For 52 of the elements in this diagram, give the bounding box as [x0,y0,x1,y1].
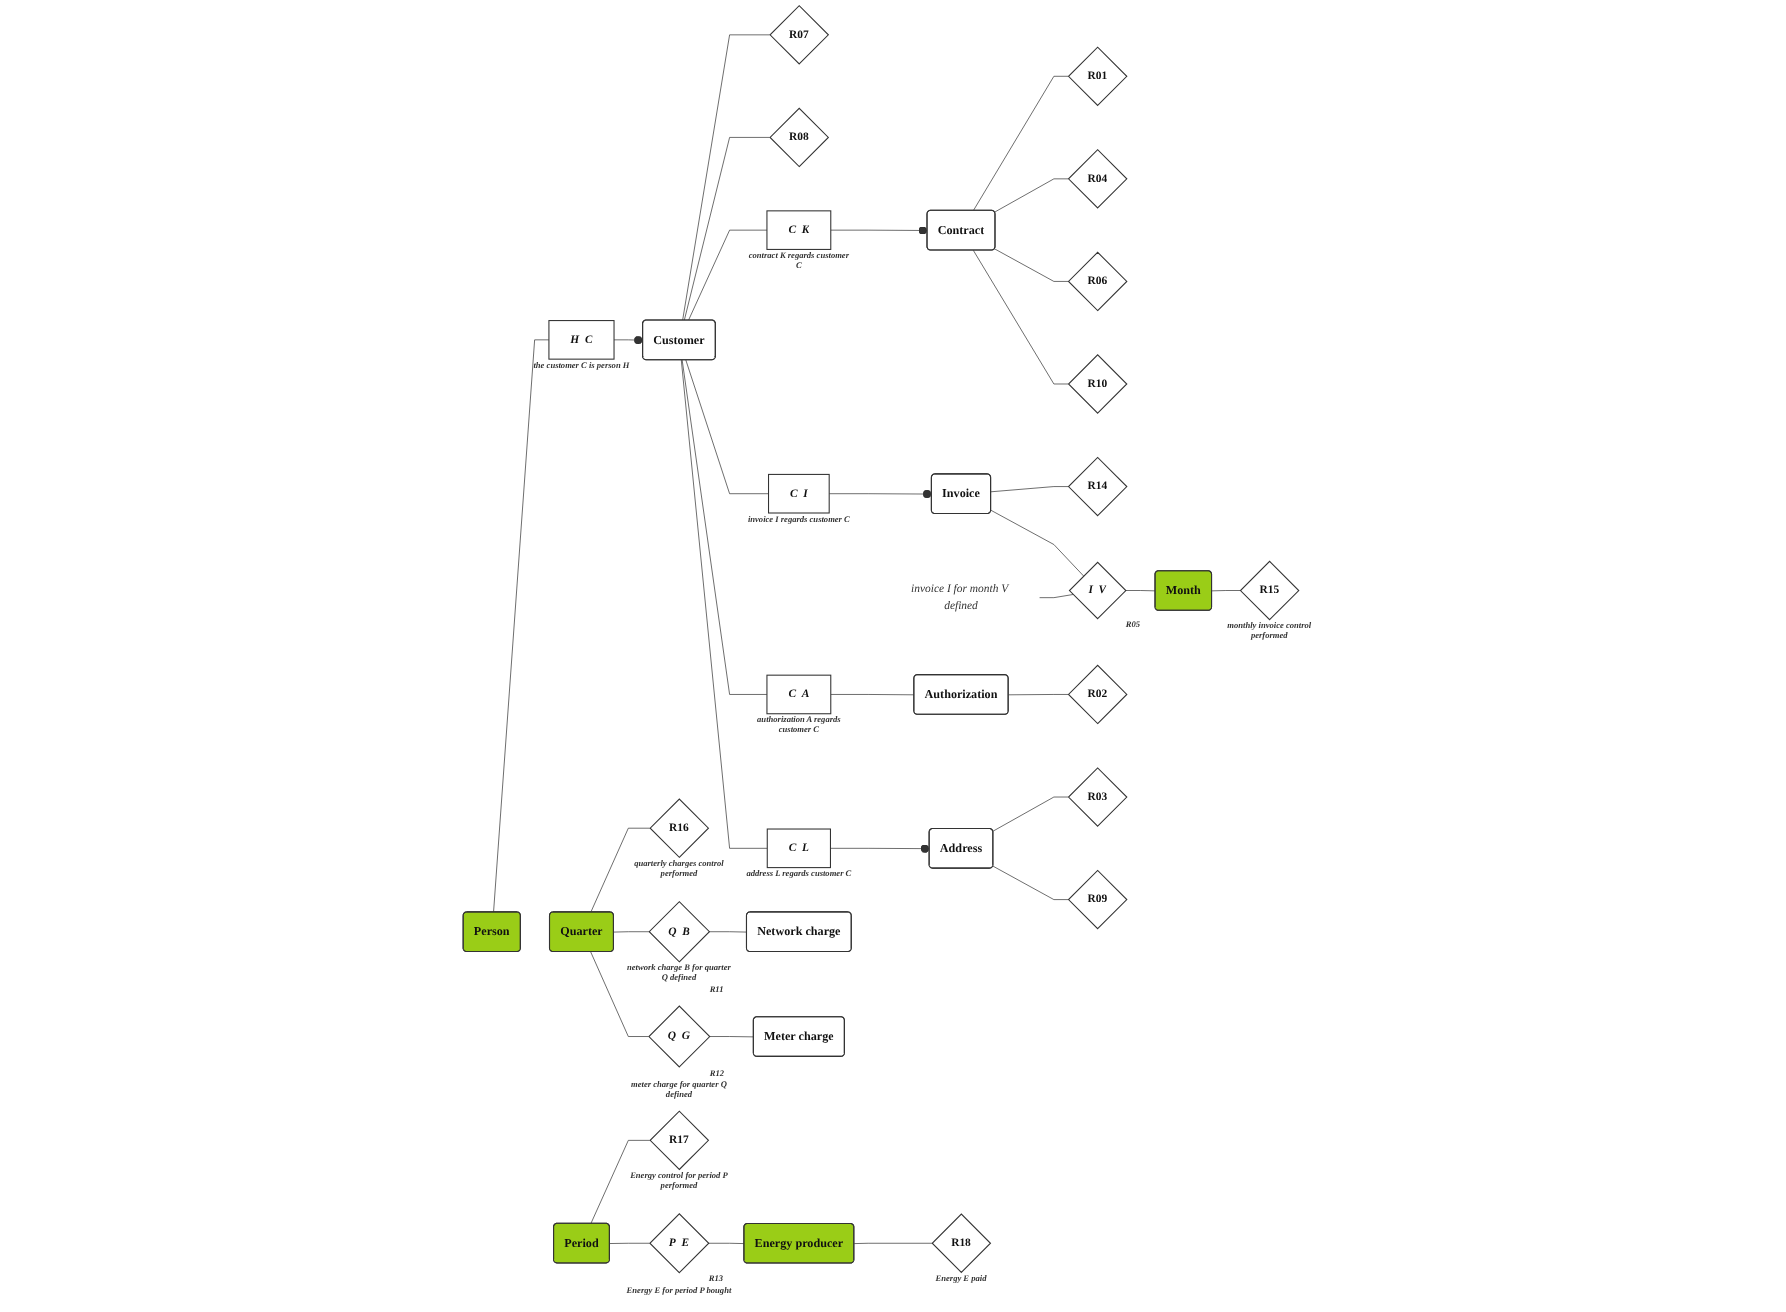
connector [609,1242,650,1244]
node-box [548,320,615,360]
connector [683,137,771,321]
node-diamond [648,1005,711,1068]
connector [708,1242,745,1244]
node-box [768,473,830,514]
connector [990,486,1069,493]
node-diamond [649,1213,710,1274]
connector [994,248,1069,282]
connector [1211,590,1241,592]
node-diamond [1067,869,1128,930]
node-box [766,828,831,869]
connector [853,1242,933,1244]
connector [1039,594,1074,598]
connector [680,359,768,849]
connector [708,931,748,933]
connector [990,509,1084,577]
node-diamond [1068,561,1127,620]
node-box [766,674,832,715]
connector [992,865,1069,900]
connector [1008,694,1069,696]
node-diamond [1067,46,1128,107]
connector [992,796,1069,832]
connector [1125,590,1156,592]
node-diamond [649,1110,710,1171]
node-diamond [769,107,830,168]
node-diamond [769,4,830,65]
node-diamond [1067,456,1128,517]
node-diamond [1239,560,1300,621]
connector [590,827,651,913]
node-diamond [1067,251,1128,312]
connector [972,249,1069,385]
connector [709,1036,755,1038]
connector [682,34,771,321]
node-diamond [1067,767,1128,827]
node-diamond [648,900,711,963]
node-diamond [1067,664,1128,725]
node-diamond [1067,148,1128,209]
node-diamond [931,1213,992,1274]
connector [994,178,1069,213]
connector [688,229,768,321]
node-diamond [1067,354,1128,414]
node-box [766,210,832,250]
connector [590,1140,651,1224]
connector [493,339,550,913]
connector [590,951,649,1037]
node-diamond [649,798,710,859]
connector [681,359,768,695]
connector [972,75,1069,212]
connector [830,694,915,696]
connector [685,359,769,495]
connector [613,931,650,933]
